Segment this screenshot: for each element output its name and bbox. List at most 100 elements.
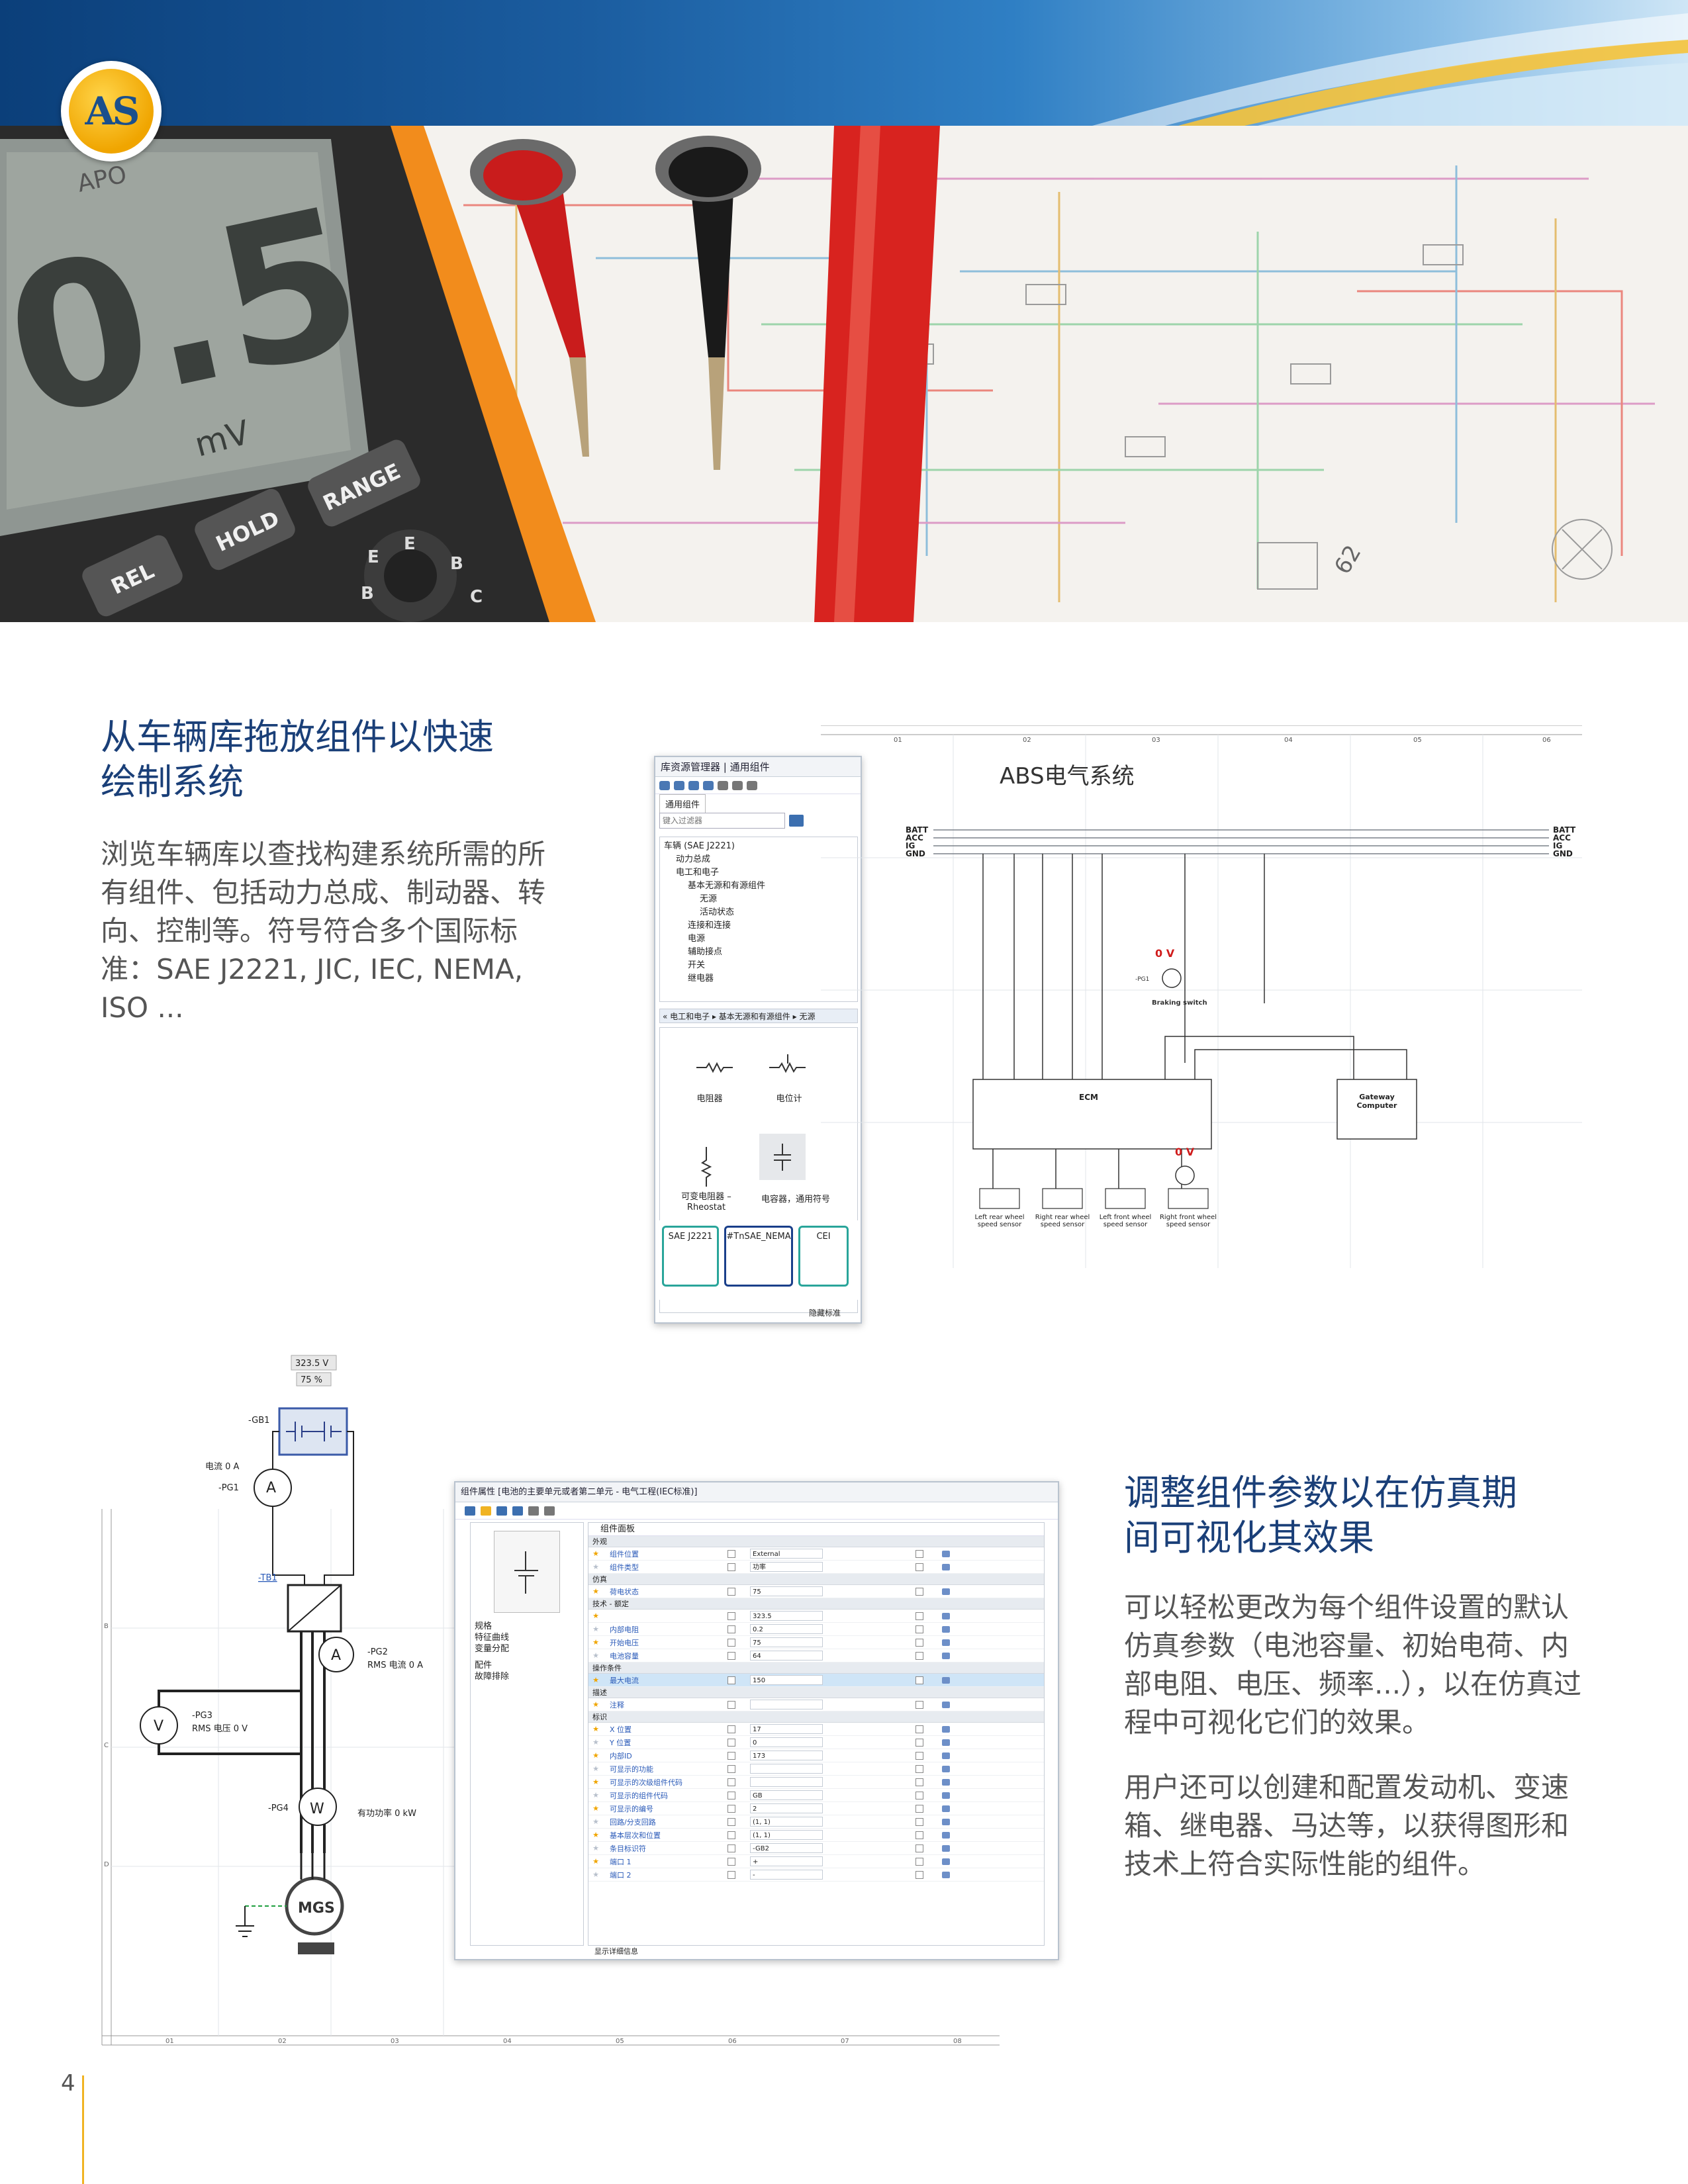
property-row[interactable]: ★组件类型功率 <box>588 1561 1044 1574</box>
property-value[interactable]: (1, 1) <box>750 1817 823 1827</box>
library-search-input[interactable] <box>659 813 785 829</box>
property-group-header[interactable]: 仿真 <box>588 1574 1044 1585</box>
property-checkbox[interactable] <box>915 1725 923 1733</box>
favorite-star-icon[interactable]: ★ <box>592 1804 599 1813</box>
favorite-star-icon[interactable]: ★ <box>592 1738 599 1747</box>
view-toggle-icon[interactable] <box>789 815 804 827</box>
property-checkbox[interactable] <box>915 1764 923 1773</box>
property-checkbox[interactable] <box>915 1676 923 1684</box>
property-checkbox[interactable] <box>915 1612 923 1620</box>
property-checkbox[interactable] <box>915 1549 923 1558</box>
property-checkbox[interactable] <box>915 1857 923 1866</box>
star-icon[interactable] <box>481 1506 491 1516</box>
tree-item[interactable]: 开关 <box>688 960 706 970</box>
favorite-star-icon[interactable]: ★ <box>592 1791 599 1799</box>
property-checkbox[interactable] <box>727 1638 735 1647</box>
grid-section-header[interactable]: 组件面板 <box>588 1523 1044 1536</box>
property-checkbox[interactable] <box>915 1791 923 1799</box>
property-row[interactable]: ★端口 1+ <box>588 1855 1044 1868</box>
property-value[interactable]: 2 <box>750 1803 823 1813</box>
property-row[interactable]: ★端口 2- <box>588 1868 1044 1882</box>
favorite-star-icon[interactable]: ★ <box>592 1638 599 1647</box>
tb1-tag[interactable]: -TB1 <box>258 1573 277 1583</box>
property-value[interactable]: -GB2 <box>750 1843 823 1853</box>
standard-card-nema[interactable]: #TnSAE_NEMA <box>724 1226 793 1287</box>
favorite-star-icon[interactable]: ★ <box>592 1870 599 1879</box>
symbol-label[interactable]: 可变电阻器 – Rheostat <box>681 1192 731 1212</box>
standard-card-cei[interactable]: CEI <box>798 1226 849 1287</box>
link-icon[interactable] <box>942 1676 950 1684</box>
property-checkbox[interactable] <box>915 1700 923 1709</box>
property-value[interactable]: 0 <box>750 1737 823 1747</box>
property-row[interactable]: ★注释 <box>588 1698 1044 1711</box>
toolbar-icon[interactable] <box>544 1506 555 1516</box>
property-checkbox[interactable] <box>915 1870 923 1879</box>
property-group-header[interactable]: 外观 <box>588 1536 1044 1547</box>
property-checkbox[interactable] <box>727 1676 735 1684</box>
favorite-star-icon[interactable]: ★ <box>592 1751 599 1760</box>
left-item[interactable]: 规格 <box>475 1621 492 1631</box>
favorite-star-icon[interactable]: ★ <box>592 1831 599 1839</box>
tree-item[interactable]: 活动状态 <box>700 907 735 917</box>
symbol-label[interactable]: 电阻器 <box>696 1094 723 1104</box>
property-value[interactable]: 75 <box>750 1637 823 1647</box>
property-value[interactable]: External <box>750 1549 823 1559</box>
hide-standards-link[interactable]: 隐藏标准 <box>808 1308 841 1318</box>
property-checkbox[interactable] <box>727 1563 735 1571</box>
link-icon[interactable] <box>942 1792 950 1799</box>
toolbar-icon[interactable] <box>512 1506 523 1516</box>
property-value[interactable]: 0.2 <box>750 1624 823 1634</box>
property-checkbox[interactable] <box>727 1817 735 1826</box>
property-checkbox[interactable] <box>727 1612 735 1620</box>
symbol-label[interactable]: 电位计 <box>776 1094 802 1104</box>
tree-item[interactable]: 连接和连接 <box>688 921 731 931</box>
property-row[interactable]: ★323.5 <box>588 1610 1044 1623</box>
property-group-header[interactable]: 技术 - 额定 <box>588 1598 1044 1610</box>
link-icon[interactable] <box>942 1639 950 1646</box>
link-icon[interactable] <box>942 1701 950 1708</box>
property-group-header[interactable]: 标识 <box>588 1711 1044 1723</box>
tree-item[interactable]: 车辆 (SAE J2221) <box>664 841 735 851</box>
left-item[interactable]: 故障排除 <box>475 1672 510 1682</box>
property-value[interactable]: 64 <box>750 1651 823 1661</box>
property-checkbox[interactable] <box>727 1844 735 1852</box>
property-checkbox[interactable] <box>915 1844 923 1852</box>
tree-item[interactable]: 无源 <box>700 894 718 904</box>
property-value[interactable] <box>750 1700 823 1709</box>
favorite-star-icon[interactable]: ★ <box>592 1651 599 1660</box>
toolbar-icon[interactable] <box>465 1506 475 1516</box>
favorite-star-icon[interactable]: ★ <box>592 1817 599 1826</box>
link-icon[interactable] <box>942 1778 950 1786</box>
favorite-star-icon[interactable]: ★ <box>592 1700 599 1709</box>
property-checkbox[interactable] <box>915 1563 923 1571</box>
toolbar-icon[interactable] <box>718 780 728 790</box>
favorite-star-icon[interactable]: ★ <box>592 1676 599 1684</box>
property-checkbox[interactable] <box>727 1804 735 1813</box>
left-item[interactable]: 变量分配 <box>475 1644 510 1654</box>
favorite-star-icon[interactable]: ★ <box>592 1725 599 1733</box>
favorite-star-icon[interactable]: ★ <box>592 1764 599 1773</box>
link-icon[interactable] <box>942 1871 950 1878</box>
favorite-star-icon[interactable]: ★ <box>592 1612 599 1620</box>
toolbar-icon[interactable] <box>747 780 757 790</box>
property-checkbox[interactable] <box>727 1549 735 1558</box>
toolbar-icon[interactable] <box>674 780 684 790</box>
property-checkbox[interactable] <box>915 1831 923 1839</box>
property-checkbox[interactable] <box>727 1700 735 1709</box>
property-group-header[interactable]: 描述 <box>588 1687 1044 1698</box>
toolbar-icon[interactable] <box>496 1506 507 1516</box>
link-icon[interactable] <box>942 1765 950 1772</box>
link-icon[interactable] <box>942 1752 950 1759</box>
link-icon[interactable] <box>942 1844 950 1852</box>
property-checkbox[interactable] <box>727 1625 735 1633</box>
link-icon[interactable] <box>942 1612 950 1619</box>
property-value[interactable]: 75 <box>750 1586 823 1596</box>
property-value[interactable] <box>750 1764 823 1774</box>
link-icon[interactable] <box>942 1588 950 1595</box>
property-value[interactable]: - <box>750 1870 823 1880</box>
